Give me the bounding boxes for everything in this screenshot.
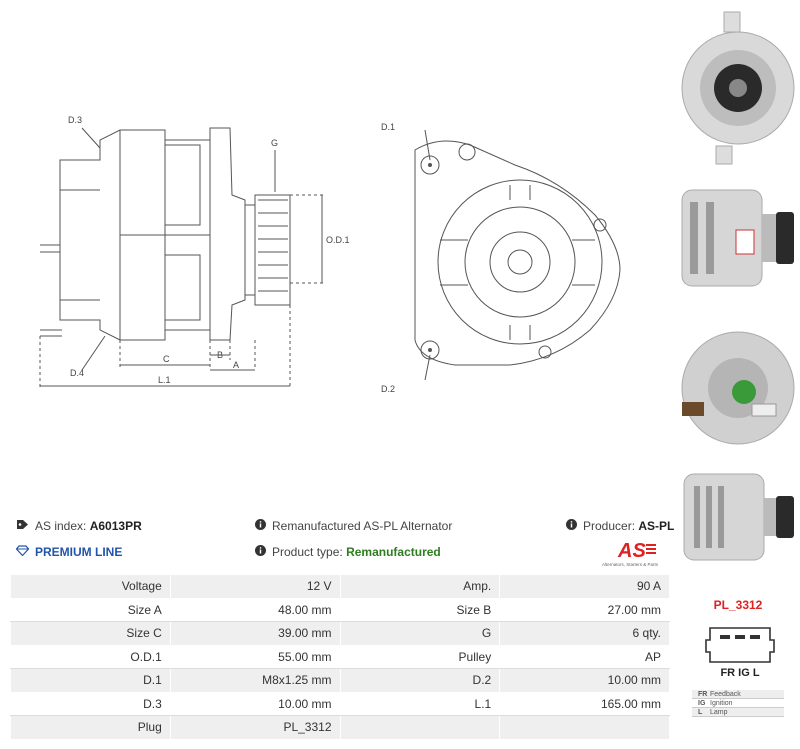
spec-cell-v2: 10.00 mm [499, 668, 670, 693]
spec-cell-k1: Size A [10, 597, 171, 622]
premium-line-badge: PREMIUM LINE [15, 545, 123, 559]
legend-desc: Feedback [710, 690, 741, 698]
legend-code: L [698, 708, 703, 716]
as-index: AS index: A6013PR [16, 519, 142, 533]
spec-cell-v1: PL_3312 [169, 715, 341, 740]
label-l1: L.1 [158, 375, 171, 385]
label-od1: O.D.1 [326, 235, 350, 245]
spec-cell-k2: G [339, 621, 501, 646]
producer-value: AS-PL [638, 519, 675, 533]
label-d4: D.4 [70, 368, 84, 378]
legend-code: IG [698, 699, 706, 707]
spec-cell-v2: AP [499, 644, 670, 669]
plug-pins: FR IG L [720, 667, 759, 679]
spec-cell-k1: Size C [10, 621, 171, 646]
label-d1: D.1 [381, 122, 395, 132]
product-description: Remanufactured AS-PL Alternator [255, 519, 452, 533]
label-a: A [233, 360, 239, 370]
product-photo-rear[interactable] [676, 310, 800, 460]
spec-cell-v1: 48.00 mm [169, 597, 341, 622]
spec-cell-k1: D.3 [10, 691, 171, 716]
plug-connector-icon: FR IG L [705, 627, 775, 679]
product-type-value: Remanufactured [346, 545, 441, 559]
spec-cell-k2 [339, 715, 501, 740]
as-index-label: AS index: [35, 519, 87, 533]
as-pl-logo: AS Alternators, Starters & Parts [602, 540, 659, 567]
legend-desc: Ignition [710, 699, 733, 707]
as-index-value: A6013PR [89, 519, 142, 533]
label-d3: D.3 [68, 115, 82, 125]
spec-cell-v2 [499, 715, 670, 740]
label-g: G [271, 138, 278, 148]
technical-drawing: D.3 D.4 G O.D.1 C B A L.1 D.1 D.2 [39, 115, 621, 394]
info-icon [255, 545, 266, 559]
spec-cell-k2: Amp. [339, 574, 501, 599]
info-icon [255, 519, 266, 533]
spec-cell-v1: 12 V [169, 574, 341, 599]
spec-cell-v2: 27.00 mm [499, 597, 670, 622]
tag-icon [16, 519, 29, 533]
spec-cell-v1: 55.00 mm [169, 644, 341, 669]
producer-label: Producer: [583, 519, 636, 533]
premium-line-text: PREMIUM LINE [35, 545, 123, 559]
spec-cell-v1: 39.00 mm [169, 621, 341, 646]
label-c: C [163, 354, 170, 364]
label-d2: D.2 [381, 384, 395, 394]
spec-cell-k1: Plug [10, 715, 171, 740]
spec-cell-k2: Size B [339, 597, 501, 622]
spec-cell-v2: 90 A [499, 574, 670, 599]
spec-cell-k2: L.1 [339, 691, 501, 716]
spec-cell-v1: M8x1.25 mm [169, 668, 341, 693]
product-photo-front[interactable] [676, 6, 800, 166]
label-b: B [217, 350, 223, 360]
spec-cell-k2: D.2 [339, 668, 501, 693]
diamond-icon [15, 545, 30, 559]
legend-row: L Lamp [692, 708, 784, 717]
spec-cell-k1: Voltage [10, 574, 171, 599]
product-type-label: Product type: [272, 545, 343, 559]
logo-tagline: Alternators, Starters & Parts [602, 562, 659, 567]
plug-name: PL_3312 [713, 598, 763, 612]
spec-cell-v2: 6 qty. [499, 621, 670, 646]
spec-cell-v1: 10.00 mm [169, 691, 341, 716]
spec-cell-v2: 165.00 mm [499, 691, 670, 716]
info-icon [566, 519, 577, 533]
legend-row: IG Ignition [692, 699, 784, 708]
spec-cell-k2: Pulley [339, 644, 501, 669]
product-type: Product type: Remanufactured [255, 545, 441, 559]
producer: Producer: AS-PL [566, 519, 674, 533]
spec-cell-k1: D.1 [10, 668, 171, 693]
legend-code: FR [698, 690, 708, 698]
logo-mark: AS [617, 540, 646, 562]
description-text: Remanufactured AS-PL Alternator [272, 519, 453, 533]
spec-cell-k1: O.D.1 [10, 644, 171, 669]
legend-desc: Lamp [710, 708, 728, 716]
product-photo-side[interactable] [676, 168, 800, 308]
product-photo-top[interactable] [676, 462, 800, 572]
